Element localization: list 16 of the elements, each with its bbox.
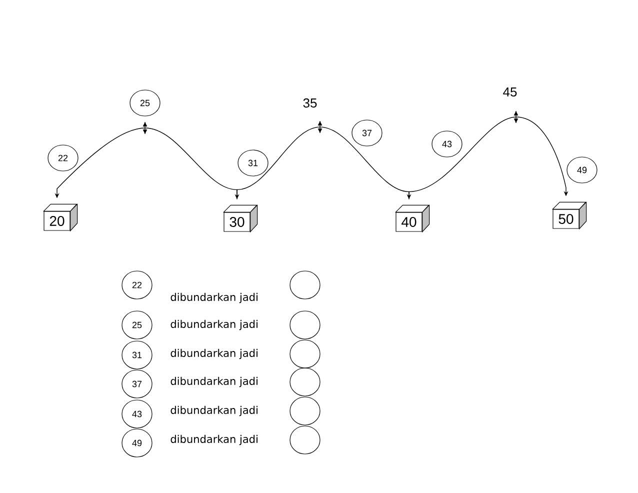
prompt-text: dibundarkan jadi [170,434,258,446]
answer-circle [290,270,320,300]
prompt-text: dibundarkan jadi [170,406,258,416]
curve-arrow [236,126,412,200]
number-label: 45 [503,87,517,97]
answer-circle [290,340,320,368]
prompt-text: dibundarkan jadi [170,348,258,360]
answer-circle [290,368,320,396]
answer-circle [290,426,320,454]
prompt-text: dibundarkan jadi [170,320,258,330]
number-label: 35 [303,98,317,108]
curve-arrow [408,116,568,200]
answer-circle [290,310,320,340]
answer-circle [290,396,320,426]
prompt-text: dibundarkan jadi [170,292,258,304]
prompt-text: dibundarkan jadi [170,376,258,388]
